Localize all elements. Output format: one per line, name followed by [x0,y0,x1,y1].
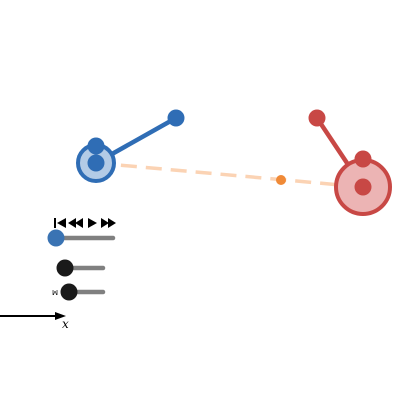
skip-to-start-icon [54,218,66,228]
center-of-mass-point [276,175,286,185]
blue-acceleration-handle[interactable] [87,137,105,155]
red-body-center[interactable] [354,178,372,196]
rewind-icon [68,218,83,228]
time-slider[interactable] [47,229,116,247]
red-acceleration-handle[interactable] [354,150,372,168]
blue-body-center[interactable] [87,154,105,172]
x-axis-arrowhead [55,312,66,320]
x-axis-label: x [62,317,69,331]
param-slider-2-label: ꟽ [52,289,58,297]
play-icon [88,218,97,228]
param-slider-2-knob[interactable] [60,283,78,301]
red-velocity-handle[interactable] [308,109,326,127]
fast-forward-icon [101,218,116,228]
play-button[interactable] [88,218,97,228]
time-slider-knob[interactable] [47,229,65,247]
blue-body[interactable] [76,109,185,183]
blue-velocity-handle[interactable] [167,109,185,127]
rewind-button[interactable] [68,218,83,228]
param-slider-2[interactable]: ꟽ [52,283,106,301]
skip-to-start-button[interactable] [54,218,66,228]
fast-forward-button[interactable] [101,218,116,228]
playback-controls [54,218,116,228]
center-of-mass-line [95,161,364,189]
red-body[interactable] [308,109,392,216]
param-slider-1-knob[interactable] [56,259,74,277]
param-slider-1[interactable] [56,259,106,277]
x-axis: x [0,312,69,331]
